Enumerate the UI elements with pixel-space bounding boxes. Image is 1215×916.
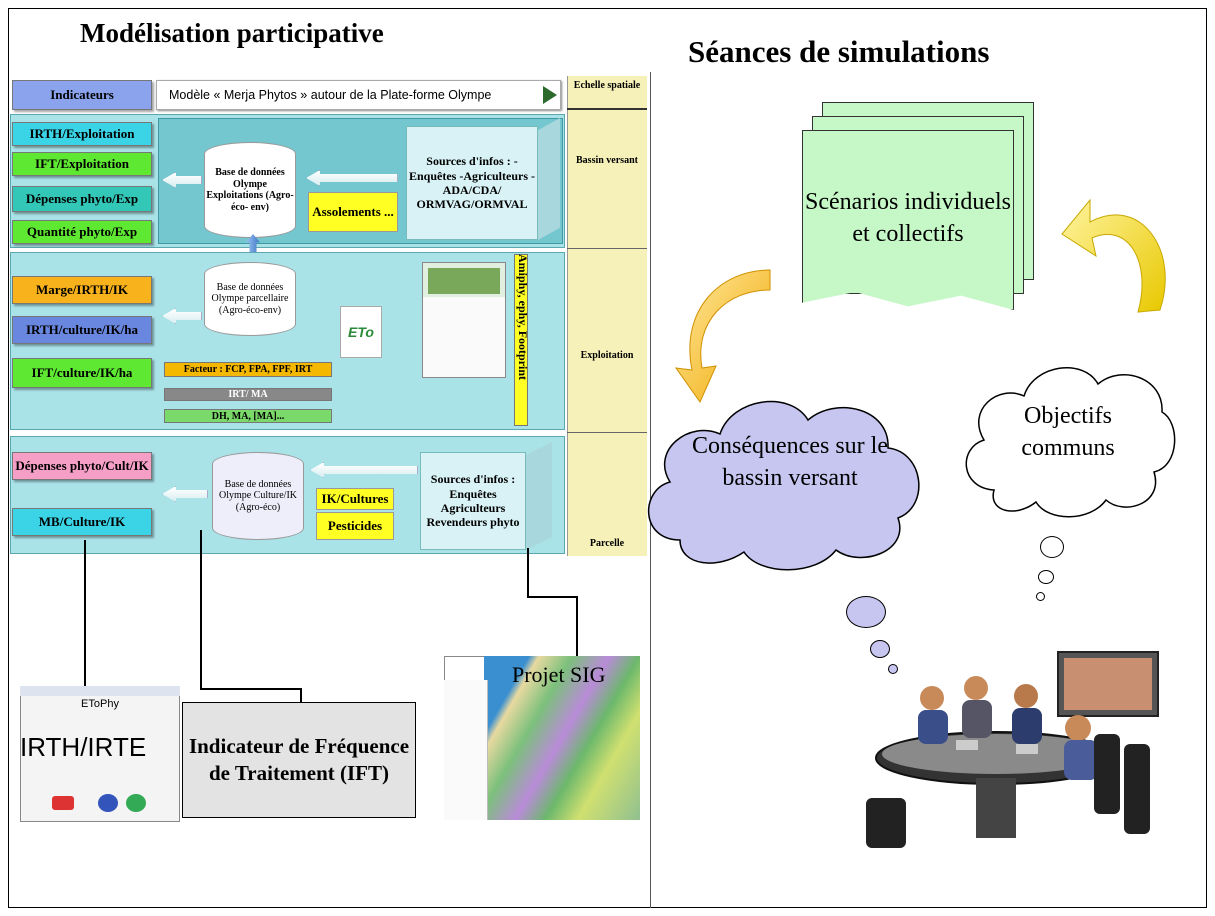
model-panel: [8, 72, 651, 908]
scale-bassin: Bassin versant: [576, 155, 638, 166]
chair: [866, 798, 906, 848]
gis-legend: [444, 680, 488, 820]
ik-cultures-box: IK/Cultures: [316, 488, 394, 510]
curved-arrow-right: [1061, 198, 1166, 313]
consequences-cloud: [648, 400, 920, 571]
bassin-database: Base de données Olympe Exploitations (Ag…: [204, 142, 296, 238]
bassin-indicator-1: IRTH/Exploitation: [12, 122, 152, 146]
chair: [1124, 744, 1150, 834]
laptop: [1016, 744, 1038, 754]
connector-line: [576, 596, 578, 656]
model-title: Modèle « Merja Phytos » autour de la Pla…: [156, 80, 561, 110]
gis-map: [484, 656, 640, 820]
partner-logo: [98, 794, 118, 812]
tools-bar: [514, 254, 528, 426]
outer-frame: [8, 8, 1207, 908]
thought-bubble: [888, 664, 898, 674]
connector-line: [300, 688, 302, 702]
connector-line: [84, 608, 86, 686]
irth-label: IRTH/IRTE: [20, 732, 147, 762]
person-head: [1014, 684, 1038, 708]
curved-arrow-left: [674, 269, 771, 404]
parcelle-database: Base de données Olympe Culture/IK (Agro-…: [212, 452, 304, 540]
scale-column: [567, 76, 647, 556]
irt-bar: IRT/ MA: [164, 388, 332, 401]
scale-divider: [567, 248, 647, 249]
parcelle-sources: Sources d'infos : Enquêtes Agriculteurs …: [420, 452, 526, 550]
connector-line: [200, 530, 202, 690]
person-head: [920, 686, 944, 710]
person-body: [962, 700, 992, 738]
person-head: [964, 676, 988, 700]
factor-bar: Facteur : FCP, FPA, FPF, IRT: [164, 362, 332, 377]
thought-bubble: [846, 596, 886, 628]
thought-bubble: [1038, 570, 1054, 584]
connector-line: [527, 596, 577, 598]
scale-parcelle: Parcelle: [589, 538, 625, 549]
objectifs-cloud: [965, 367, 1176, 518]
partner-logo: [52, 796, 74, 810]
title-modelisation: Modélisation participative: [80, 18, 384, 48]
bassin-sources-side: [538, 118, 560, 240]
exploitation-indicator-3: IFT/culture/IK/ha: [12, 358, 152, 388]
website-banner-image: [428, 268, 500, 294]
scale-divider: [567, 432, 647, 433]
pesticides-box: Pesticides: [316, 512, 394, 540]
person-head: [1065, 715, 1091, 741]
thought-bubble: [1040, 536, 1064, 558]
sig-label: Projet SIG: [512, 662, 606, 687]
title-simulation: Séances de simulations: [688, 34, 990, 69]
bassin-indicator-4: Quantité phyto/Exp: [12, 220, 152, 244]
bassin-indicator-3: Dépenses phyto/Exp: [12, 186, 152, 212]
parcelle-sources-side: [526, 442, 552, 550]
table-leg: [976, 778, 1016, 838]
app-title: EToPhy: [81, 698, 119, 710]
person-body: [918, 710, 948, 744]
exploitation-indicator-1: Marge/IRTH/IK: [12, 276, 152, 304]
parcelle-indicator-2: MB/Culture/IK: [12, 508, 152, 536]
thought-bubble: [870, 640, 890, 658]
etophy-logo: ETo: [340, 306, 382, 358]
laptop: [956, 740, 978, 750]
thought-bubble: [1036, 592, 1045, 601]
partner-logo: [126, 794, 146, 812]
chair: [1094, 734, 1120, 814]
connector-line: [200, 688, 300, 690]
person-body: [1012, 708, 1042, 744]
exploitation-indicator-2: IRTH/culture/IK/ha: [12, 316, 152, 344]
app-titlebar: [20, 686, 180, 696]
scale-exploitation: Exploitation: [580, 350, 634, 361]
scenarios-text: Scénarios individuels et collectifs: [805, 189, 1011, 248]
dh-bar: DH, MA, [MA]...: [164, 409, 332, 423]
person-body: [1064, 740, 1098, 780]
connector-line: [527, 548, 529, 598]
presentation-screen-content: [1064, 658, 1152, 710]
connector-line: [84, 540, 86, 610]
ift-box: Indicateur de Fréquence de Traitement (I…: [182, 702, 416, 818]
consequences-text: Conséquences sur le bassin versant: [692, 433, 888, 492]
meeting-illustration: [866, 651, 1159, 848]
bassin-sources: Sources d'infos : -Enquêtes -Agriculteur…: [406, 126, 538, 240]
indicators-header: Indicateurs: [12, 80, 152, 110]
bassin-indicator-2: IFT/Exploitation: [12, 152, 152, 176]
parcelle-indicator-1: Dépenses phyto/Cult/IK: [12, 452, 152, 480]
scale-header: Echelle spatiale: [573, 80, 641, 91]
objectifs-text: Objectifs communs: [1021, 403, 1115, 462]
exploitation-database: Base de données Olympe parcellaire (Agro…: [204, 262, 296, 336]
scale-divider: [567, 108, 647, 110]
assolements-box: Assolements ...: [308, 192, 398, 232]
